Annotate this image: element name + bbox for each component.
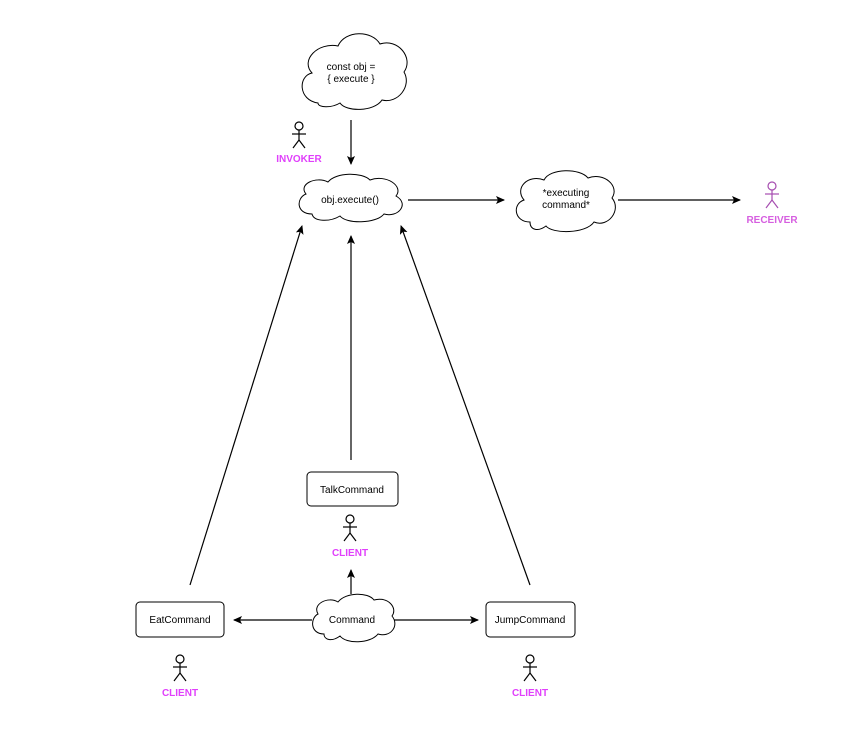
box-talk-command-label: TalkCommand bbox=[320, 485, 384, 496]
cloud-executing-line2: command* bbox=[542, 200, 590, 211]
actor-client-jump-label: CLIENT bbox=[512, 688, 548, 699]
actor-client-jump: CLIENT bbox=[512, 654, 548, 699]
cloud-executing-line1: *executing bbox=[543, 188, 590, 199]
cloud-command-label: Command bbox=[329, 615, 375, 626]
box-jump-command[interactable]: JumpCommand bbox=[485, 601, 576, 638]
actor-client-eat: CLIENT bbox=[162, 654, 198, 699]
stick-figure-icon bbox=[765, 181, 779, 209]
cloud-obj-declaration-line2: { execute } bbox=[327, 74, 375, 85]
cloud-obj-execute-label: obj.execute() bbox=[321, 195, 379, 206]
box-talk-command[interactable]: TalkCommand bbox=[306, 471, 399, 507]
stick-figure-icon bbox=[523, 654, 537, 682]
cloud-executing-command[interactable]: *executing command* bbox=[515, 170, 616, 232]
actor-invoker: INVOKER bbox=[276, 121, 323, 165]
box-jump-command-label: JumpCommand bbox=[495, 615, 566, 626]
edge-jump-to-execute bbox=[399, 225, 531, 586]
edge-eat-to-execute bbox=[189, 225, 304, 586]
actor-client-eat-label: CLIENT bbox=[162, 688, 198, 699]
box-eat-command-label: EatCommand bbox=[149, 615, 210, 626]
cloud-command[interactable]: Command bbox=[312, 593, 396, 643]
actor-client-talk: CLIENT bbox=[332, 514, 368, 559]
actor-invoker-label: INVOKER bbox=[276, 154, 322, 165]
stick-figure-icon bbox=[343, 514, 357, 542]
cloud-obj-declaration-line1: const obj = bbox=[327, 62, 376, 73]
box-eat-command[interactable]: EatCommand bbox=[135, 601, 225, 638]
stick-figure-icon bbox=[173, 654, 187, 682]
stick-figure-icon bbox=[292, 121, 306, 149]
actor-client-talk-label: CLIENT bbox=[332, 548, 368, 559]
actor-receiver: RECEIVER bbox=[746, 181, 798, 226]
cloud-obj-execute[interactable]: obj.execute() bbox=[298, 173, 403, 223]
actor-receiver-label: RECEIVER bbox=[746, 215, 798, 226]
cloud-obj-declaration[interactable]: const obj = { execute } bbox=[301, 33, 408, 110]
